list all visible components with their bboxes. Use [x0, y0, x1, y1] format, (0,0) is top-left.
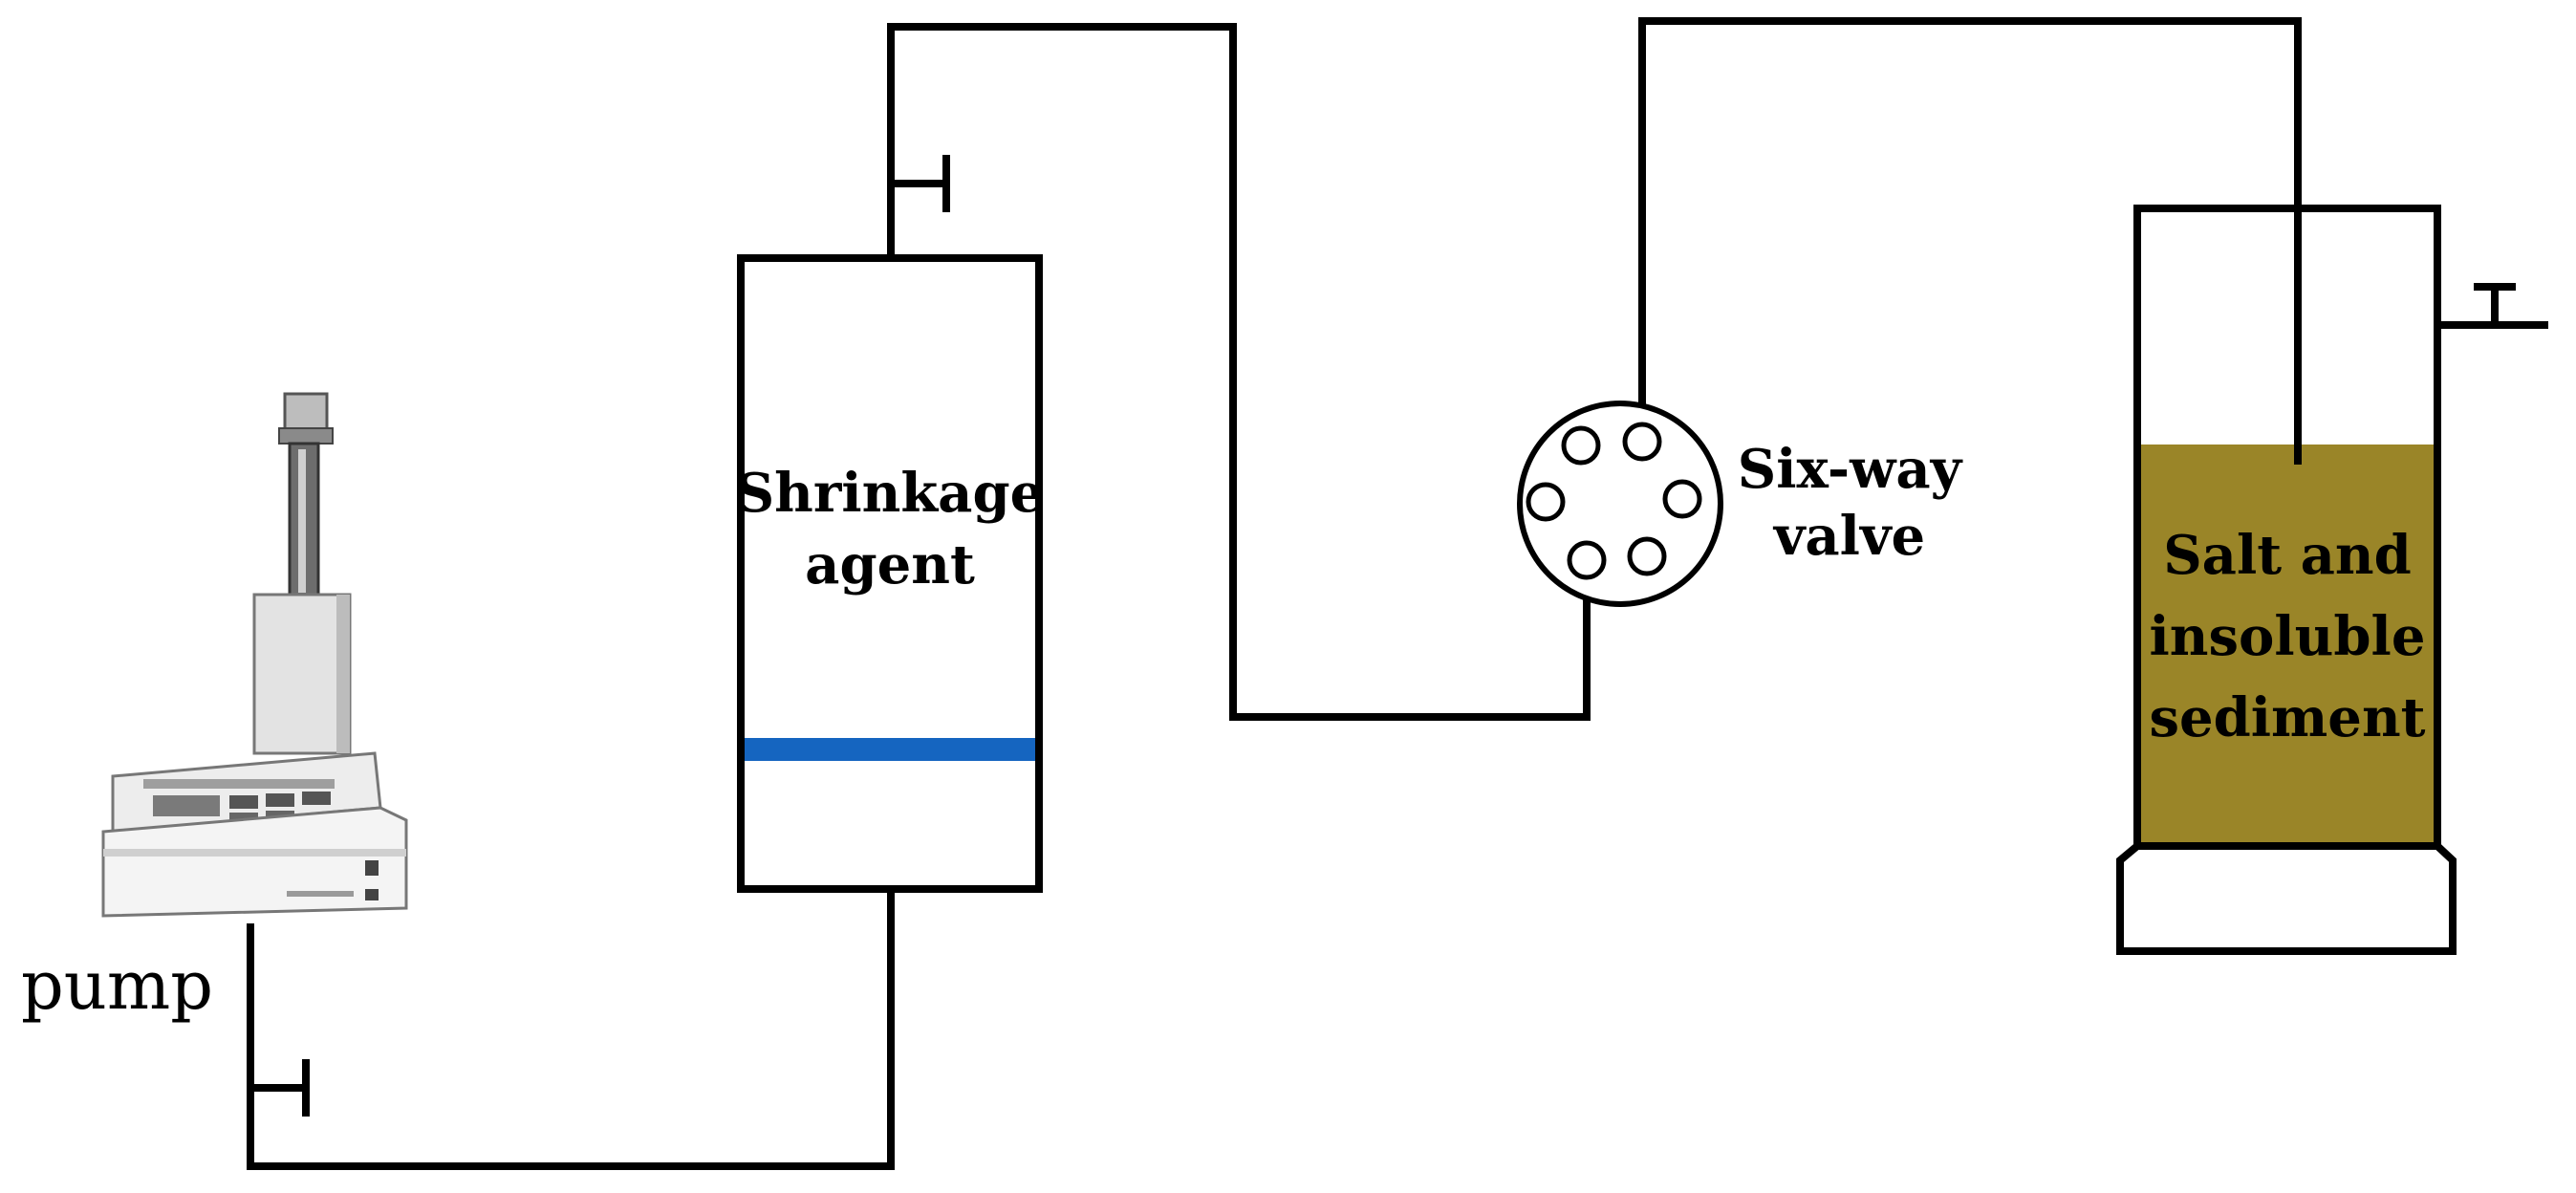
six-way-valve-icon	[1517, 401, 1723, 607]
sediment-container: Salt and insoluble sediment	[2116, 205, 2548, 955]
pump-label: pump	[21, 946, 213, 1025]
agent-label-line2: agent	[805, 533, 975, 596]
shrinkage-agent-vessel: Shrinkage agent	[736, 254, 1045, 893]
piston	[745, 738, 1035, 761]
tube-valve-to-container	[1638, 17, 2302, 465]
sediment-label-line2: insoluble	[2150, 605, 2426, 668]
sediment-label-line3: sediment	[2149, 686, 2425, 749]
container-side-valve-icon	[2434, 283, 2548, 329]
sediment-label-line1: Salt and	[2163, 524, 2412, 587]
vessel-outlet-valve-icon	[887, 155, 950, 212]
sediment-fill	[2137, 445, 2437, 846]
valve-label-line2: valve	[1772, 505, 1925, 568]
syringe-pump-icon	[101, 392, 408, 918]
valve-label-line1: Six-way	[1738, 438, 1963, 501]
agent-label-line1: Shrinkage	[736, 462, 1045, 525]
bottom-line-valve-icon	[247, 1059, 310, 1117]
tube-pump-to-vessel	[247, 885, 895, 1170]
tube-vessel-to-valve	[887, 23, 1591, 721]
